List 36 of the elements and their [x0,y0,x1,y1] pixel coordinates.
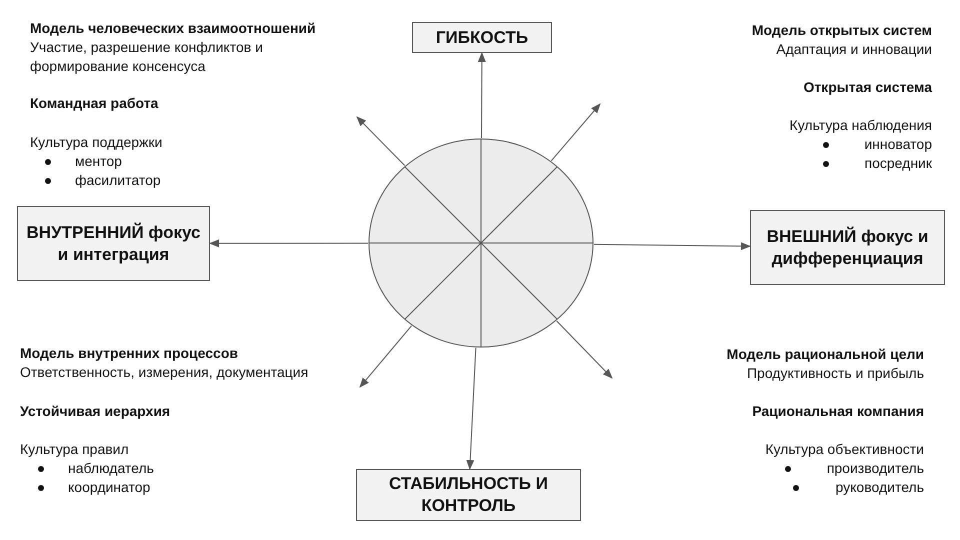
heading-text: Командная работа [30,94,158,113]
heading-text: Открытая система [803,78,932,97]
arrow [359,325,412,388]
arrow [550,103,601,162]
description-text: Культура поддержки [30,133,162,152]
axis-label-box: ВНЕШНИЙ фокус и дифференциация [750,210,945,285]
heading-text: Рациональная компания [752,402,924,421]
description-text: Ответственность, измерения, документация [20,363,308,382]
description-text: Продуктивность и прибыль [746,364,924,383]
heading-text: Модель рациональной цели [726,345,924,364]
axis-label-box: ГИБКОСТЬ [412,22,552,53]
arrow [556,320,613,379]
heading-text: Модель внутренних процессов [20,344,238,363]
axis-label-box: ВНУТРЕННИЙ фокус и интеграция [17,206,210,281]
list-item-text: инноватор [864,135,932,154]
list-item-text: ментор [75,152,122,171]
list-item-text: наблюдатель [68,459,154,478]
heading-text: Модель открытых систем [752,21,932,40]
arrow [594,242,751,250]
list-item-text: производитель [826,459,924,478]
description-text: Участие, разрешение конфликтов и формирование консенсуса [30,38,264,76]
description-text: Культура правил [20,440,129,459]
description-text: Культура наблюдения [790,116,932,135]
description-text: Адаптация и инновации [776,40,932,59]
axis-label-box: СТАБИЛЬНОСТЬ И КОНТРОЛЬ [356,469,581,521]
list-item-text: координатор [68,478,150,497]
list-item-text: посредник [864,154,932,173]
arrow [466,347,476,470]
arrow [478,52,486,138]
heading-text: Устойчивая иерархия [20,402,170,421]
description-text: Культура объективности [765,440,924,459]
arrow [356,116,406,166]
heading-text: Модель человеческих взаимоотношений [30,19,316,38]
list-item-text: руководитель [836,478,924,497]
arrow [209,239,368,248]
list-item-text: фасилитатор [75,171,161,190]
